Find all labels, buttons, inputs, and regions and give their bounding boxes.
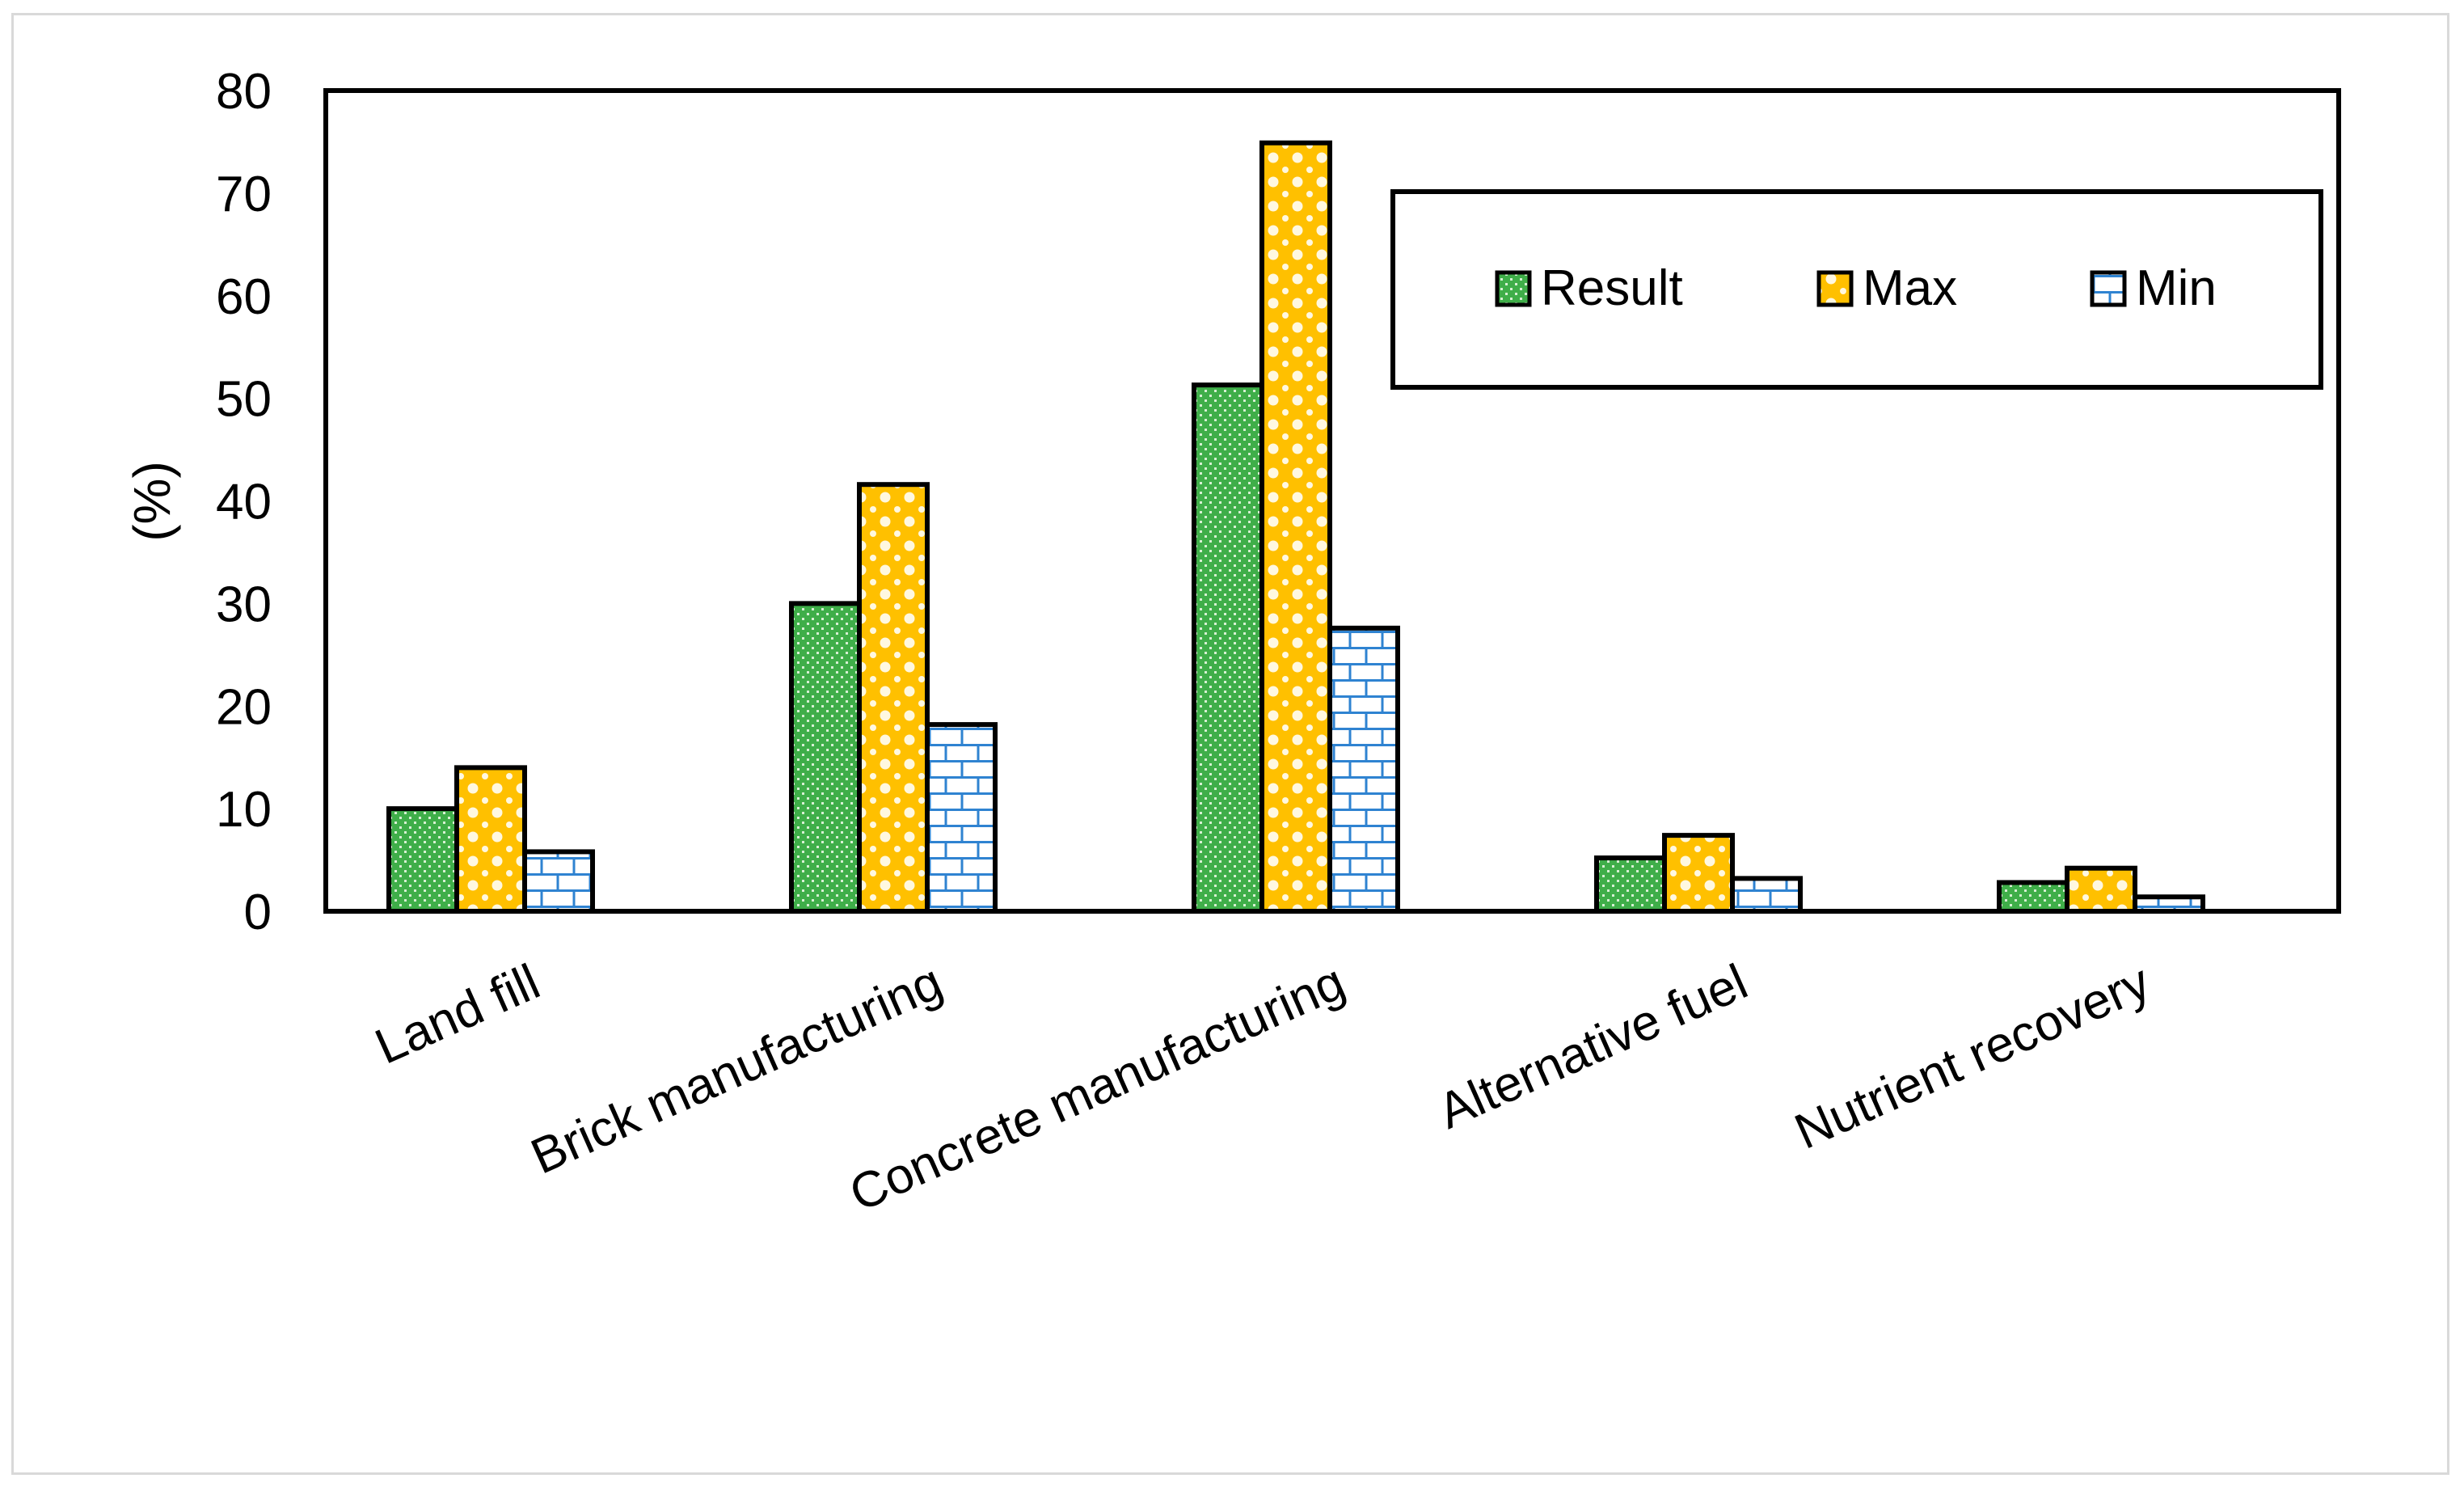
bar-max-alternative-fuel bbox=[1662, 833, 1735, 914]
x-tick-label-brick-manufacturing: Brick manufacturing bbox=[523, 954, 951, 1185]
bar-min-alternative-fuel bbox=[1730, 876, 1803, 914]
legend-label-max: Max bbox=[1863, 260, 1957, 316]
bar-result-alternative-fuel bbox=[1594, 855, 1667, 914]
y-tick-label: 30 bbox=[216, 577, 272, 632]
bar-max-nutrient-recovery bbox=[2065, 865, 2137, 914]
legend-swatch-min bbox=[2090, 270, 2127, 307]
bars-group bbox=[326, 140, 2339, 914]
bar-result-nutrient-recovery bbox=[1997, 880, 2070, 914]
bar-result-land-fill bbox=[386, 806, 459, 914]
legend-swatch-max bbox=[1816, 270, 1854, 307]
x-tick-label-nutrient-recovery: Nutrient recovery bbox=[1787, 954, 2158, 1160]
bar-max-brick-manufacturing bbox=[857, 482, 930, 914]
y-tick-label: 0 bbox=[244, 885, 272, 940]
legend: Result Max Min bbox=[1390, 189, 2323, 390]
x-tick-label-land-fill: Land fill bbox=[367, 954, 547, 1075]
bar-max-land-fill bbox=[454, 765, 527, 914]
bar-result-concrete-manufacturing bbox=[1192, 382, 1264, 914]
y-tick-label: 40 bbox=[216, 475, 272, 530]
y-tick-labels: 0 10 20 30 40 50 60 70 80 bbox=[216, 64, 272, 940]
bar-min-brick-manufacturing bbox=[925, 722, 998, 914]
legend-swatch-result bbox=[1495, 270, 1532, 307]
y-tick-label: 10 bbox=[216, 782, 272, 838]
y-axis-label: (%) bbox=[123, 461, 181, 542]
legend-box bbox=[1390, 189, 2323, 390]
bar-min-concrete-manufacturing bbox=[1327, 625, 1400, 914]
bar-max-concrete-manufacturing bbox=[1259, 140, 1332, 914]
bar-result-brick-manufacturing bbox=[789, 601, 862, 914]
x-tick-label-alternative-fuel: Alternative fuel bbox=[1430, 954, 1756, 1140]
chart-frame bbox=[11, 13, 2449, 1475]
legend-label-min: Min bbox=[2136, 260, 2217, 316]
y-tick-label: 80 bbox=[216, 64, 272, 120]
legend-label-result: Result bbox=[1541, 260, 1683, 316]
y-tick-label: 20 bbox=[216, 679, 272, 735]
bar-min-land-fill bbox=[522, 849, 595, 914]
y-tick-label: 50 bbox=[216, 372, 272, 428]
y-tick-label: 60 bbox=[216, 269, 272, 325]
y-tick-label: 70 bbox=[216, 167, 272, 222]
